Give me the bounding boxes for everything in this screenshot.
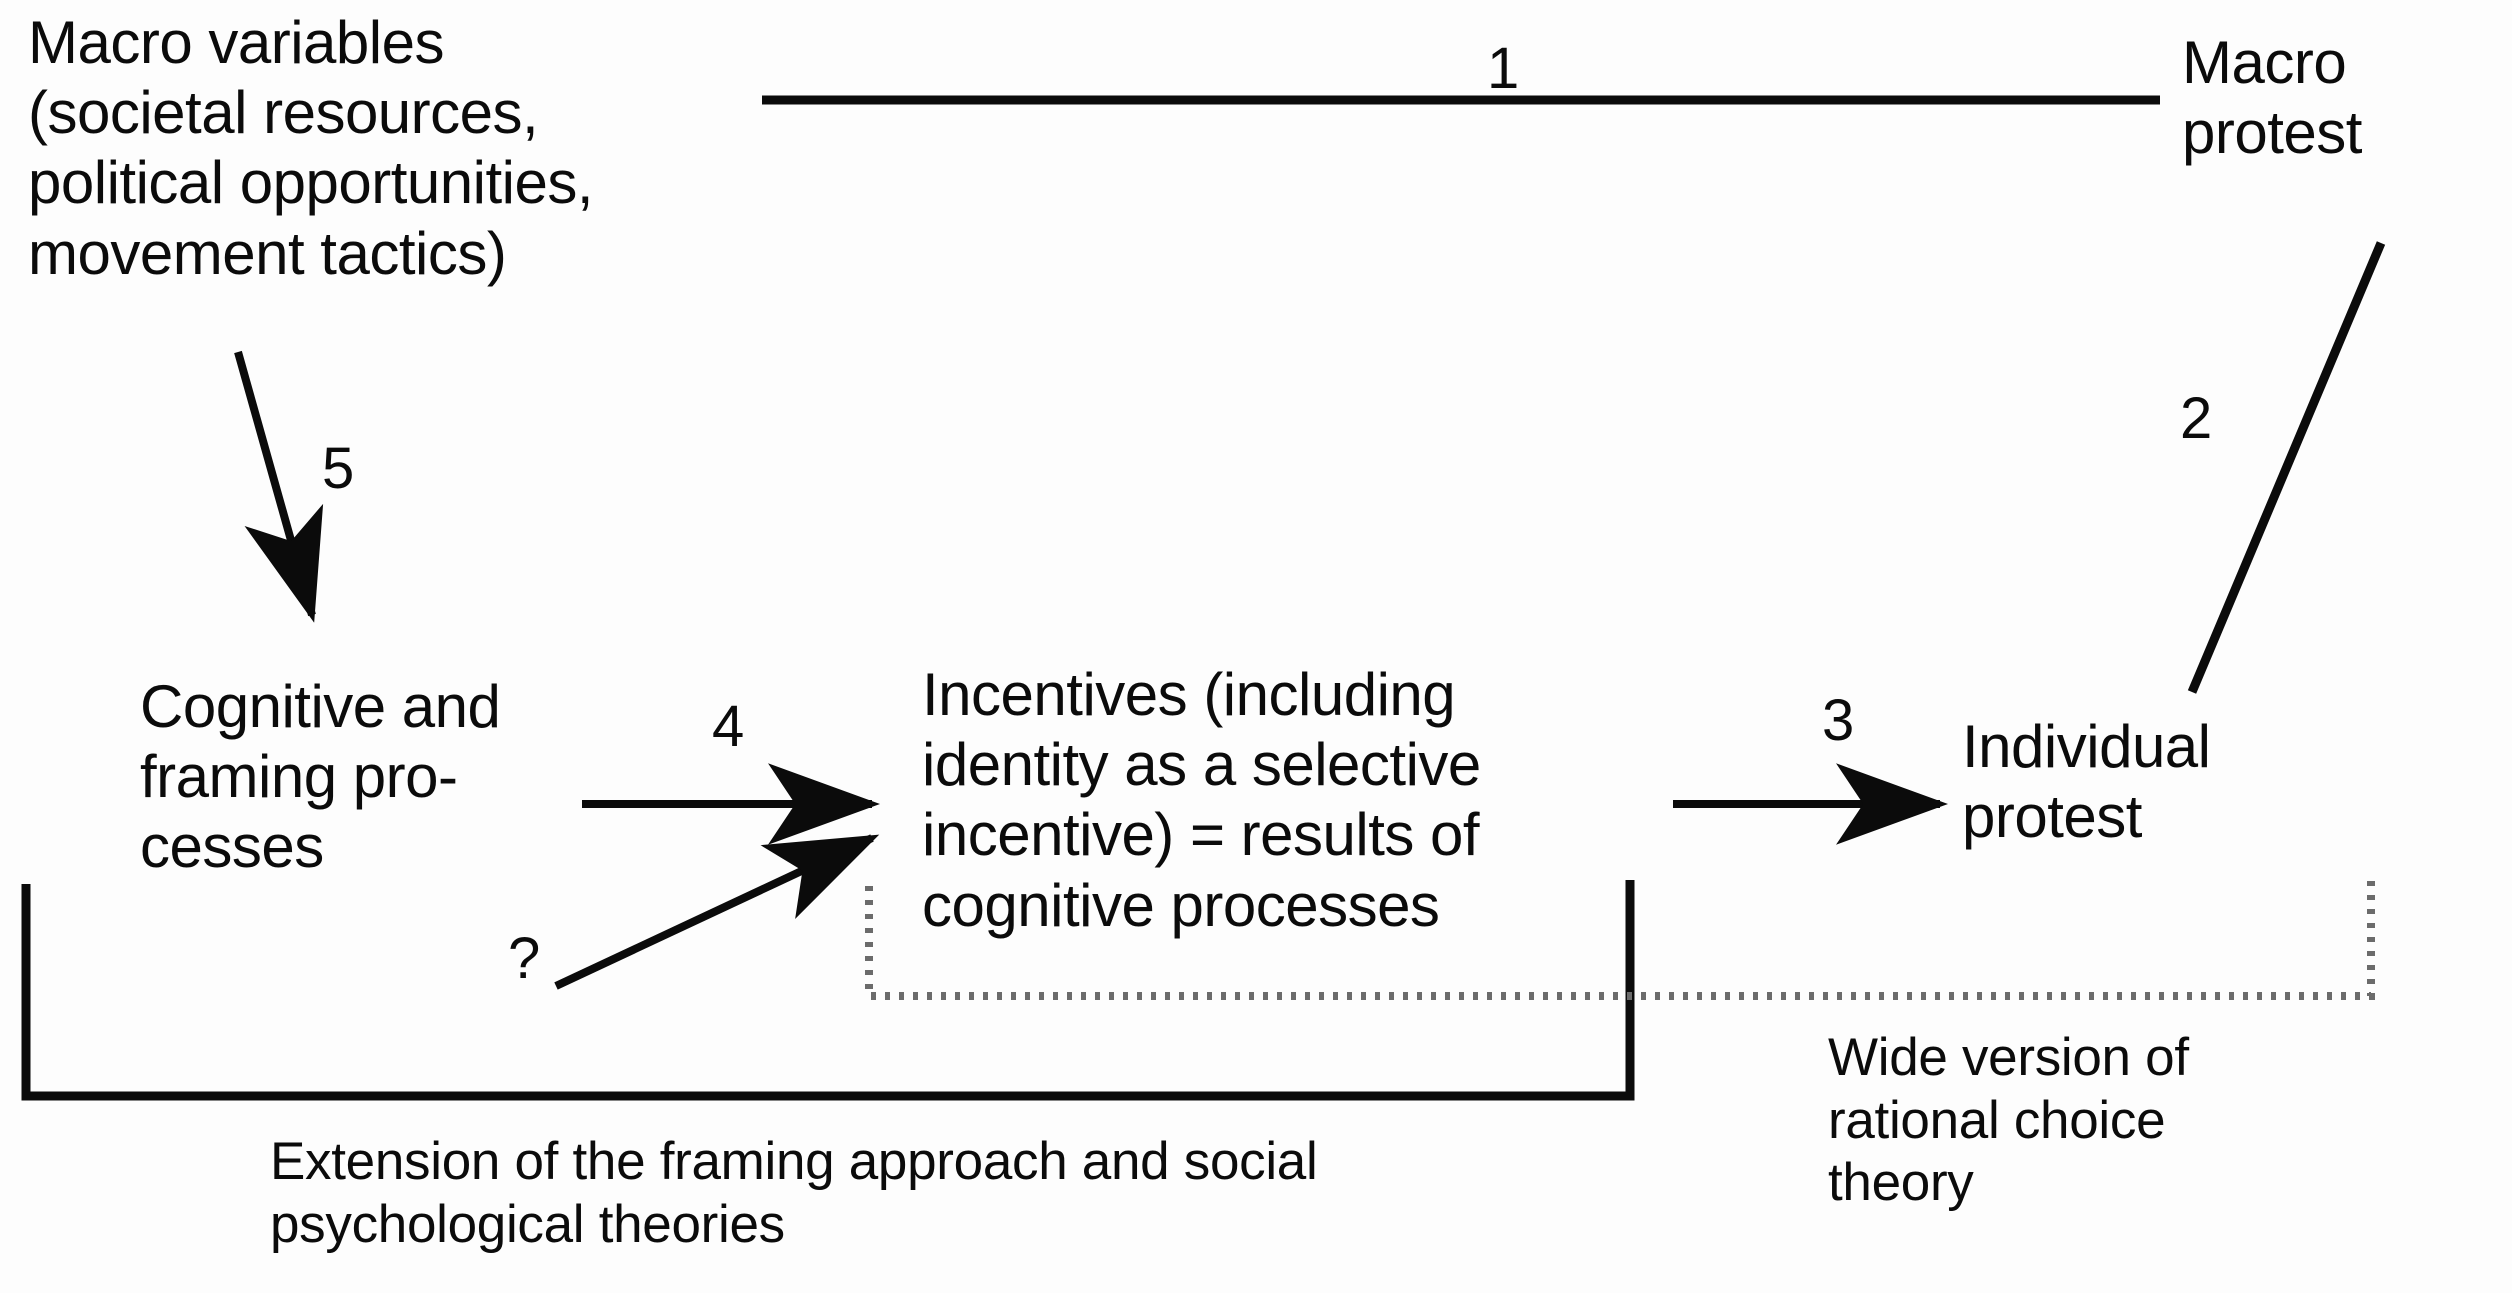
node-macro-variables: Macro variables (societal resources, pol… bbox=[28, 9, 594, 287]
caption-wide-version-rational-choice: Wide version of rational choice theory bbox=[1828, 1028, 2189, 1213]
node-incentives: Incentives (including identity as a sele… bbox=[922, 661, 1481, 939]
edge-label-4: 4 bbox=[712, 694, 745, 759]
edge-label-3: 3 bbox=[1822, 688, 1855, 753]
edge-label-1: 1 bbox=[1487, 36, 1520, 101]
edge-label-2: 2 bbox=[2180, 386, 2213, 451]
edge-5-arrow bbox=[234, 350, 324, 623]
caption-extension-framing-approach: Extension of the framing approach and so… bbox=[270, 1132, 1318, 1254]
node-individual-protest: Individual protest bbox=[1962, 713, 2211, 851]
edge-label-5: 5 bbox=[322, 436, 355, 501]
edge-2-line bbox=[2187, 241, 2386, 694]
node-cognitive-framing-processes: Cognitive and framing pro- cesses bbox=[140, 673, 501, 881]
node-macro-protest: Macro protest bbox=[2182, 29, 2362, 167]
edge-label-question-mark: ? bbox=[508, 926, 541, 991]
